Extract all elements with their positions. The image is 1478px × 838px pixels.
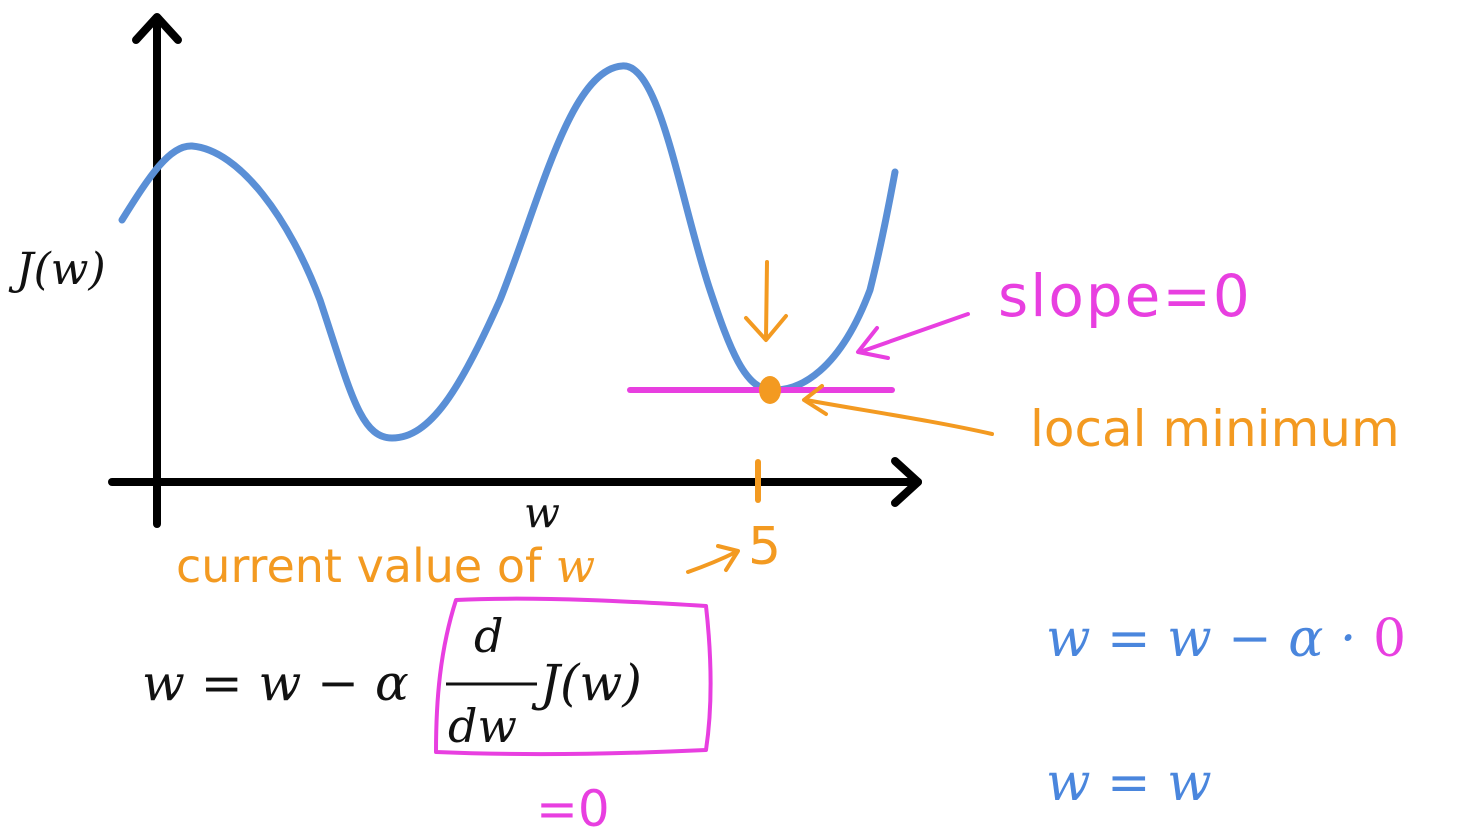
down-arrow-icon bbox=[744, 260, 788, 342]
y-axis-arrowhead bbox=[132, 13, 182, 44]
current-value-var: w bbox=[556, 539, 595, 593]
x-axis-arrowhead bbox=[891, 457, 922, 507]
current-value-prefix: current value of bbox=[176, 539, 543, 593]
slope-label: slope=0 bbox=[998, 262, 1252, 330]
derivative-highlight-box bbox=[434, 596, 713, 757]
formula-fraction-denominator: dw bbox=[448, 699, 517, 753]
x-tick-label: 5 bbox=[748, 517, 781, 577]
local-minimum-point bbox=[759, 376, 781, 404]
current-value-arrow-icon bbox=[686, 544, 740, 574]
formula-cost: J(w) bbox=[531, 654, 642, 712]
update-equation-zero: w = w − α · 0 bbox=[1046, 609, 1406, 669]
update-equation-result: w = w bbox=[1046, 753, 1212, 813]
local-minimum-label: local minimum bbox=[1030, 400, 1400, 458]
current-value-label: current value of w bbox=[176, 539, 595, 593]
axes bbox=[108, 13, 922, 528]
x-axis-label: w bbox=[524, 488, 560, 537]
local-min-pointer-arrow-icon bbox=[802, 384, 994, 436]
formula-fraction-numerator: d bbox=[474, 609, 503, 663]
cost-curve bbox=[118, 62, 899, 442]
slope-pointer-arrow-icon bbox=[856, 312, 970, 360]
update-equation-prefix: w = w − α · bbox=[1046, 609, 1356, 669]
update-equation-zero-value: 0 bbox=[1373, 609, 1406, 669]
y-axis-label: J(w) bbox=[8, 244, 106, 295]
formula-lhs: w = w − α bbox=[142, 654, 409, 712]
derivative-equals-zero: =0 bbox=[536, 780, 610, 838]
